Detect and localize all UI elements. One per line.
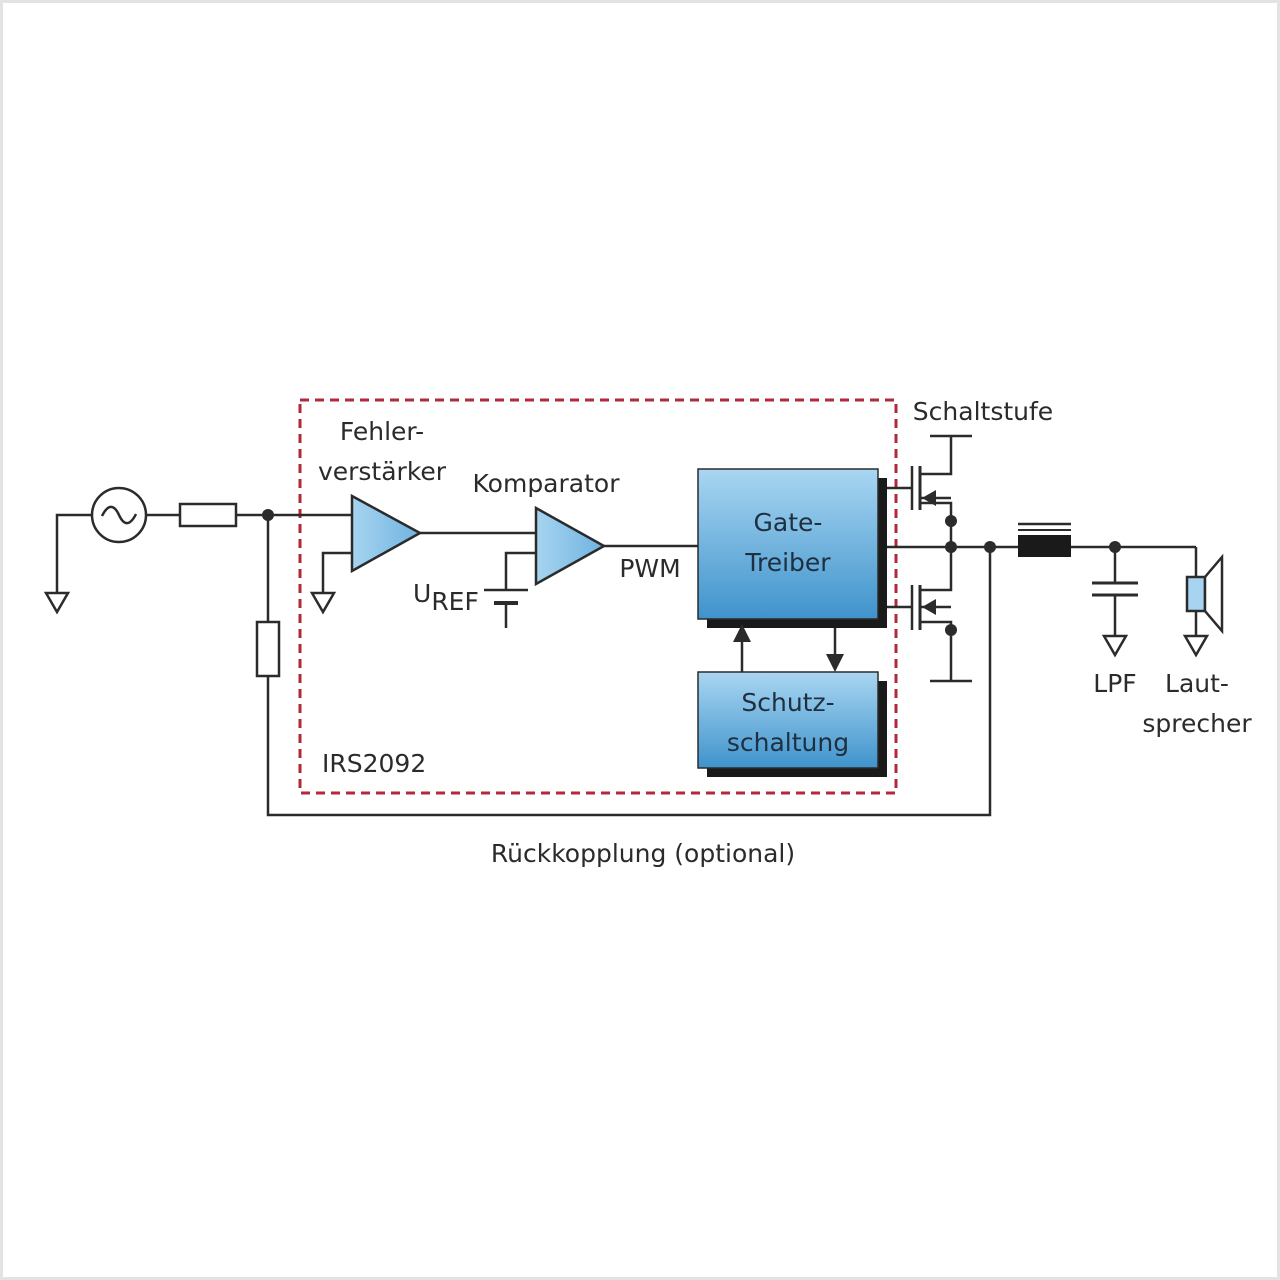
wires [55,486,1198,817]
protection-label-2: schaltung [727,728,849,757]
signal-arrow-icons [733,624,844,672]
mosfet-arrow-icons [922,490,936,615]
switch-stage-label: Schaltstufe [913,397,1053,426]
mosfet-stage-icon [910,434,972,683]
comparator-label: Komparator [473,469,621,498]
uref-label: UREF [413,579,479,616]
gate-driver-label-1: Gate- [754,508,823,537]
lpf-capacitor-icon [1092,581,1138,597]
chip-label: IRS2092 [322,749,426,778]
ac-source-icon [90,486,148,544]
comparator-icon [534,505,607,587]
speaker-label-2: sprecher [1142,709,1252,738]
protection-label-1: Schutz- [741,688,834,717]
input-resistor-icon [178,502,238,528]
gate-driver-block [697,468,887,628]
uref-battery-icon [484,588,528,605]
speaker-icon [1185,553,1224,635]
gate-driver-label-2: Treiber [744,548,831,577]
uref-sub: REF [431,587,479,616]
error-amplifier-icon [350,493,423,574]
feedback-resistor-icon [255,620,281,678]
junction-dots [262,509,1121,636]
uref-main: U [413,579,431,608]
lpf-label: LPF [1093,669,1136,698]
feedback-label: Rückkopplung (optional) [491,839,795,868]
error-amp-label-2: verstärker [318,457,447,486]
pwm-label: PWM [619,554,680,583]
ground-icons [43,591,1210,658]
inductor-icon [1018,522,1071,557]
speaker-label-1: Laut- [1165,669,1229,698]
error-amp-label-1: Fehler- [340,417,424,446]
protection-block [697,671,887,777]
